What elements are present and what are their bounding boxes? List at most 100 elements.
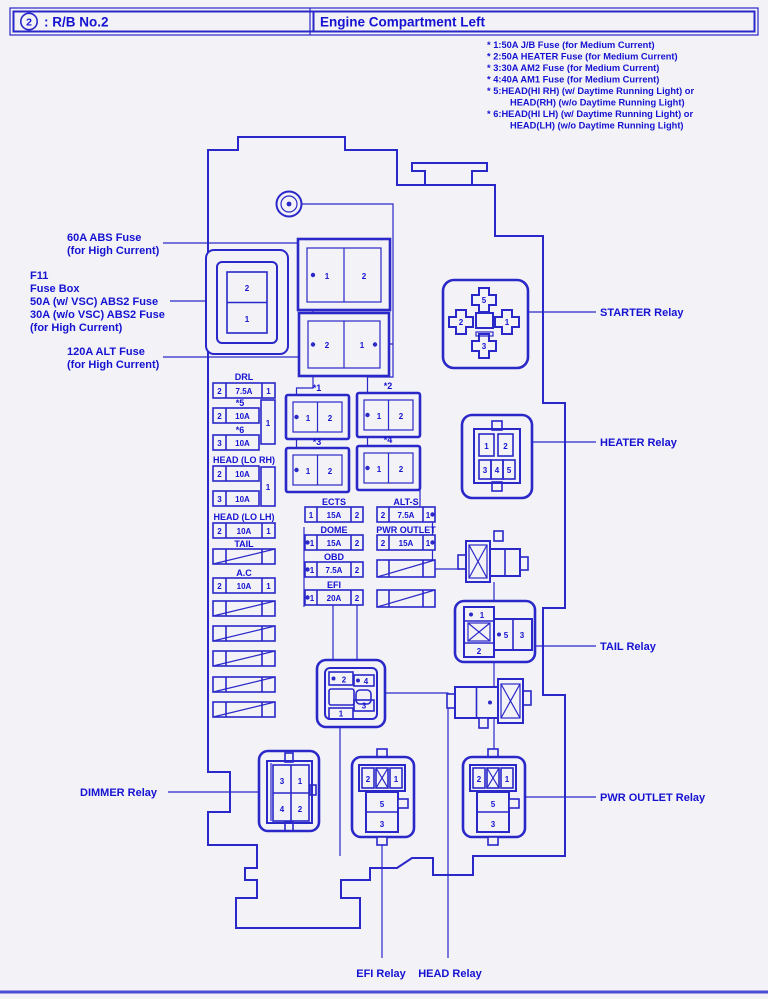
cell: 1 [266, 582, 271, 591]
mount-bolt [275, 190, 303, 218]
pin-cell [486, 767, 500, 789]
pin-number: 2 [245, 284, 250, 293]
pin-number: 1 [394, 775, 399, 784]
leader-head [385, 692, 449, 958]
pin-plug [471, 333, 497, 359]
fusebox-outline [207, 136, 566, 929]
callout-alt: 120A ALT Fuse [67, 346, 145, 358]
fuse-row [212, 382, 276, 399]
side-tab [519, 556, 529, 571]
center-bar [475, 331, 494, 337]
cell: 2 [381, 511, 386, 520]
fuse-label: HEAD (LO LH) [214, 512, 275, 522]
wire [301, 203, 394, 415]
unused-fuse-slot [376, 559, 436, 578]
cell: 2 [355, 594, 360, 603]
terminal-dot [294, 467, 299, 473]
relay-body [460, 413, 534, 500]
fuse-row [212, 465, 260, 482]
pin-number: 5 [491, 800, 496, 809]
terminal-dot [488, 700, 492, 705]
pin-cell [502, 459, 516, 480]
pin-number: 4 [364, 677, 369, 686]
fuse-label: DRL [235, 372, 254, 382]
pin-number: 1 [298, 777, 303, 786]
cross-line [376, 589, 436, 608]
shared-pin-box [260, 466, 276, 507]
note-line: * 2:50A HEATER Fuse (for Medium Current) [487, 52, 678, 62]
cell: 1 [266, 483, 271, 492]
cross-line [500, 683, 521, 719]
box [500, 683, 521, 719]
callout-f11-3: 50A (w/ VSC) ABS2 Fuse [30, 296, 158, 308]
pin-cell [389, 767, 403, 789]
note-line: HEAD(LH) (w/o Daytime Running Light) [510, 121, 684, 131]
pin-number: 1 [377, 465, 382, 474]
terminal-dot [294, 414, 299, 420]
cell: 2 [217, 470, 222, 479]
efi-relay: 2 1 5 3 [350, 748, 416, 846]
callout-labels: 60A ABS Fuse (for High Current) F11 Fuse… [30, 232, 706, 980]
pin-number: 5 [507, 466, 512, 475]
notes-list: * 1:50A J/B Fuse (for Medium Current) * … [487, 40, 694, 131]
fuse-label: *5 [236, 398, 245, 408]
header-inner-border [12, 10, 756, 33]
pin-number: 2 [298, 805, 303, 814]
pin-number: 2 [342, 676, 347, 685]
note-line: HEAD(RH) (w/o Daytime Running Light) [510, 98, 685, 108]
relay-body [441, 278, 530, 370]
pin-number: 4 [280, 805, 285, 814]
key-slot [355, 689, 372, 705]
unused-fuse-slot [212, 676, 276, 693]
side-tab [446, 693, 456, 709]
pin-number: 1 [377, 412, 382, 421]
connector-star4: *4 1 2 [355, 435, 422, 492]
terminal-dot [372, 342, 378, 347]
cell: 10A [235, 470, 250, 479]
fuse-rows-mid-right: ALT-S 2 7.5A 1 PWR OUTLET 2 15A 1 [376, 497, 436, 608]
fuse-row [212, 407, 260, 424]
pin-number: 2 [362, 272, 367, 281]
cell: 2 [355, 539, 360, 548]
fuse-label: HEAD (LO RH) [213, 455, 275, 465]
cross-line [212, 650, 276, 667]
dimmer-relay: 3 1 4 2 [257, 749, 321, 833]
fuse-label: PWR OUTLET [376, 525, 436, 535]
tail-relay: 1 2 5 3 [453, 599, 537, 664]
callout-abs-2: (for High Current) [67, 245, 160, 257]
fuse-rows-mid-left: ECTS 1 15A 2 DOME 1 15A 2 OBD 1 7.5A 2 E… [304, 497, 364, 606]
pin-number: 2 [366, 775, 371, 784]
fuse-label: ALT-S [393, 497, 418, 507]
unused-fuse-slot [376, 589, 436, 608]
cross-line [212, 701, 276, 718]
connector-label: *1 [313, 383, 322, 393]
connector-star3: *3 1 2 [284, 437, 351, 494]
pwr-outlet-relay: 2 1 5 3 [461, 748, 527, 846]
f11-connector: 2 1 [205, 249, 289, 355]
pin-number: 3 [483, 466, 488, 475]
pin-number: 1 [306, 467, 311, 476]
callout-f11-4: 30A (w/o VSC) ABS2 Fuse [30, 309, 165, 321]
side-tab [457, 554, 467, 570]
pin-cell [353, 674, 375, 687]
terminal-dot [365, 412, 370, 418]
header-badge: 2 [26, 17, 32, 29]
cell: 2 [381, 539, 386, 548]
pin-number: 1 [480, 611, 485, 620]
cell: 20A [327, 594, 342, 603]
cell: 15A [399, 539, 414, 548]
terminal-dot [497, 632, 501, 637]
connector-star1: *1 1 2 [284, 383, 351, 441]
header-left-title: : R/B No.2 [44, 15, 109, 30]
pin-number: 3 [280, 777, 285, 786]
head-relay-socket: 2 4 1 3 [315, 658, 387, 729]
fuse-label: A.C [236, 568, 252, 578]
connector-label: *4 [384, 435, 393, 445]
terminal-dot [310, 342, 316, 347]
socket [266, 760, 313, 824]
x-connector-upper [457, 530, 529, 583]
connector-star2: *2 1 2 [355, 381, 422, 439]
cell: 7.5A [326, 566, 343, 575]
x-connector-lower [446, 678, 532, 729]
